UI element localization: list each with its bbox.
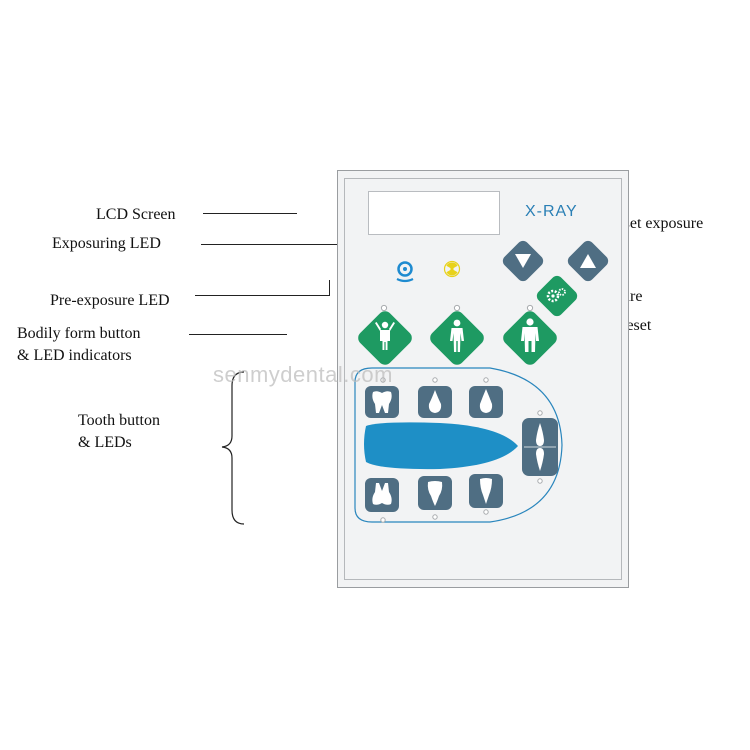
leader-pre-exposure-led bbox=[195, 295, 330, 296]
tooth-area-outline bbox=[354, 367, 563, 523]
triangle-up-icon bbox=[580, 254, 596, 268]
leader-lcd-screen bbox=[203, 213, 297, 214]
leader-pre-exposure-led-rise bbox=[329, 280, 330, 296]
gear-icon bbox=[546, 288, 566, 303]
lcd-screen bbox=[368, 191, 500, 235]
large-adult-button[interactable] bbox=[500, 308, 559, 367]
lower-premolar-button[interactable] bbox=[418, 476, 452, 510]
callout-bodily-form-2: & LED indicators bbox=[17, 347, 132, 364]
reset-button[interactable] bbox=[534, 273, 579, 318]
molar-icon bbox=[372, 391, 392, 413]
large-adult-icon bbox=[521, 318, 539, 352]
control-panel bbox=[337, 170, 629, 588]
upper-premolar-button[interactable] bbox=[418, 386, 452, 418]
brand-label: X-RAY bbox=[525, 203, 578, 220]
lower-incisor-button[interactable] bbox=[469, 474, 503, 508]
incisor-icon bbox=[479, 389, 493, 413]
control-panel-inner-border bbox=[344, 178, 622, 580]
callout-tooth-2: & LEDs bbox=[78, 434, 132, 451]
callout-lcd-screen: LCD Screen bbox=[96, 206, 176, 223]
premolar-icon bbox=[427, 481, 443, 506]
radiation-icon bbox=[443, 260, 461, 278]
lower-molar-button[interactable] bbox=[365, 478, 399, 512]
upper-incisor-button[interactable] bbox=[469, 386, 503, 418]
callout-tooth-1: Tooth button bbox=[78, 412, 160, 429]
adult-icon bbox=[450, 319, 464, 352]
upper-molar-button[interactable] bbox=[365, 386, 399, 418]
adult-button[interactable] bbox=[427, 308, 486, 367]
tongue-shape bbox=[364, 422, 518, 470]
leader-bodily-form bbox=[189, 334, 287, 335]
watermark: senmydental.com bbox=[213, 362, 393, 387]
child-icon bbox=[375, 321, 395, 350]
premolar-icon bbox=[428, 390, 442, 413]
triangle-down-icon bbox=[515, 254, 531, 268]
molar-icon bbox=[372, 483, 392, 505]
tooth-select-button[interactable] bbox=[522, 418, 558, 476]
callout-exposuring-led: Exposuring LED bbox=[52, 235, 161, 252]
up-button[interactable] bbox=[565, 238, 610, 283]
leader-exposuring-led bbox=[201, 244, 381, 245]
callout-pre-exposure-led: Pre-exposure LED bbox=[50, 292, 170, 309]
xray-tube-icon bbox=[396, 261, 414, 283]
callout-bodily-form-1: Bodily form button bbox=[17, 325, 141, 342]
down-button[interactable] bbox=[500, 238, 545, 283]
incisor-icon bbox=[480, 478, 492, 504]
tooth-column-icon bbox=[536, 423, 544, 471]
child-button[interactable] bbox=[355, 308, 414, 367]
